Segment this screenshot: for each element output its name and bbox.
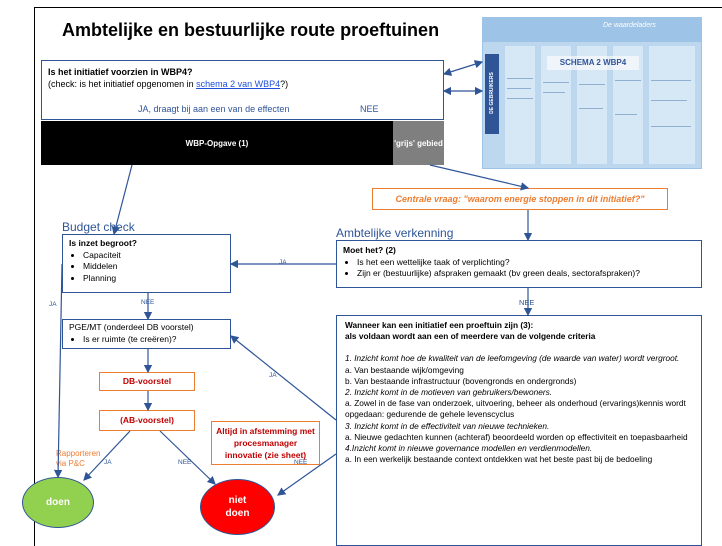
- grijs-gebied-bar: 'grijs' gebied: [393, 121, 444, 165]
- schema-2-link[interactable]: schema 2 van WBP4: [196, 79, 281, 89]
- budget-item: Planning: [83, 273, 137, 285]
- criterion-1a: a. Van bestaande wijk/omgeving: [345, 364, 464, 375]
- ja-label: JA: [49, 301, 57, 308]
- budget-item: Middelen: [83, 261, 137, 273]
- nee-label: NEE: [178, 459, 192, 466]
- wbp-opgave-bar: WBP-Opgave (1): [41, 121, 393, 165]
- criterion-2: 2. Inzicht komt in de motieven van gebru…: [345, 387, 553, 398]
- criteria-box: Wanneer kan een initiatief een proeftuin…: [336, 315, 702, 546]
- ja-label: JA: [104, 459, 112, 466]
- criterion-3a: a. Nieuwe gedachten kunnen (achteraf) be…: [345, 431, 688, 442]
- criteria-subtitle: als voldaan wordt aan een of meerdere va…: [345, 331, 596, 342]
- doen-outcome: doen: [22, 477, 94, 528]
- ja-label: JA: [279, 259, 287, 266]
- arrow-criteria-nee-niet: [277, 453, 337, 496]
- arrow-ab-ja-doen: [83, 430, 131, 481]
- schema-label: SCHEMA 2 WBP4: [547, 56, 639, 70]
- criterion-2a: a. Zowel in de fase van onderzoek, uitvo…: [345, 398, 686, 420]
- niet-doen-outcome: niet doen: [200, 479, 275, 535]
- arrow-schema-top: [442, 60, 484, 76]
- central-question: Centrale vraag: "waarom energie stoppen …: [372, 188, 668, 210]
- moet-het-box: Moet het? (2) Is het een wettelijke taak…: [336, 240, 702, 288]
- arrow-criteria-ja-pge: [230, 335, 337, 421]
- budget-question: Is inzet begroot?: [69, 238, 137, 248]
- moet-het-item: Is het een wettelijke taak of verplichti…: [357, 257, 640, 269]
- check-prefix: (check: is het initiatief opgenomen in: [48, 79, 197, 89]
- criteria-title: Wanneer kan een initiatief een proeftuin…: [345, 320, 534, 330]
- arrow-ab-nee-niet: [159, 430, 216, 485]
- schema-side-bar: DE GEBRUIKERS: [485, 54, 499, 134]
- check-suffix: ?): [280, 79, 289, 89]
- afstemming-box: Altijd in afstemming met procesmanager i…: [211, 421, 320, 465]
- rapporteren-label: Rapporteren via P&C: [56, 449, 101, 468]
- ambtelijke-verkenning-title: Ambtelijke verkenning: [336, 226, 454, 240]
- criterion-4a: a. In een werkelijk bestaande context on…: [345, 454, 653, 465]
- schema-header: De waardeladers: [483, 18, 701, 42]
- nee-label: NEE: [360, 104, 379, 114]
- arrow-to-central: [429, 164, 530, 191]
- moet-het-question: Moet het? (2): [343, 245, 396, 255]
- budget-check-box: Is inzet begroot? Capaciteit Middelen Pl…: [62, 234, 231, 293]
- nee-label: NEE: [141, 299, 155, 306]
- moet-het-item: Zijn er (bestuurlijke) afspraken gemaakt…: [357, 268, 640, 280]
- ja-effect-label: JA, draagt bij aan een van de effecten: [138, 104, 290, 114]
- page-title: Ambtelijke en bestuurlijke route proeftu…: [62, 20, 440, 40]
- wbp4-question: Is het initiatief voorzien in WBP4?: [48, 67, 193, 77]
- pge-mt-title: PGE/MT (onderdeel DB voorstel): [69, 322, 194, 332]
- criterion-1b: b. Van bestaande infrastructuur (bovengr…: [345, 375, 577, 386]
- wbp4-check-text: (check: is het initiatief opgenomen in s…: [48, 79, 288, 89]
- arrow-budget-ja-doen: [53, 263, 63, 479]
- nee-label: NEE: [519, 298, 535, 307]
- ja-label: JA: [269, 372, 277, 379]
- arrow-to-budget: [111, 164, 133, 236]
- criterion-3: 3. Inzicht komt in de effectiviteit van …: [345, 420, 550, 431]
- criterion-4: 4.Inzicht komt in nieuwe governance mode…: [345, 443, 593, 454]
- schema-header-title: De waardeladers: [603, 22, 656, 29]
- nee-label: NEE: [294, 459, 308, 466]
- budget-item: Capaciteit: [83, 250, 137, 262]
- schema-2-wbp4-thumbnail: De waardeladers DE GEBRUIKERS SCHEMA 2 W…: [482, 17, 702, 169]
- slide-frame: [34, 7, 722, 546]
- pge-mt-item: Is er ruimte (te creëren)?: [83, 334, 194, 346]
- wbp4-question-box: Is het initiatief voorzien in WBP4? (che…: [41, 60, 444, 120]
- criterion-1: 1. Inzicht komt hoe de kwaliteit van de …: [345, 353, 680, 364]
